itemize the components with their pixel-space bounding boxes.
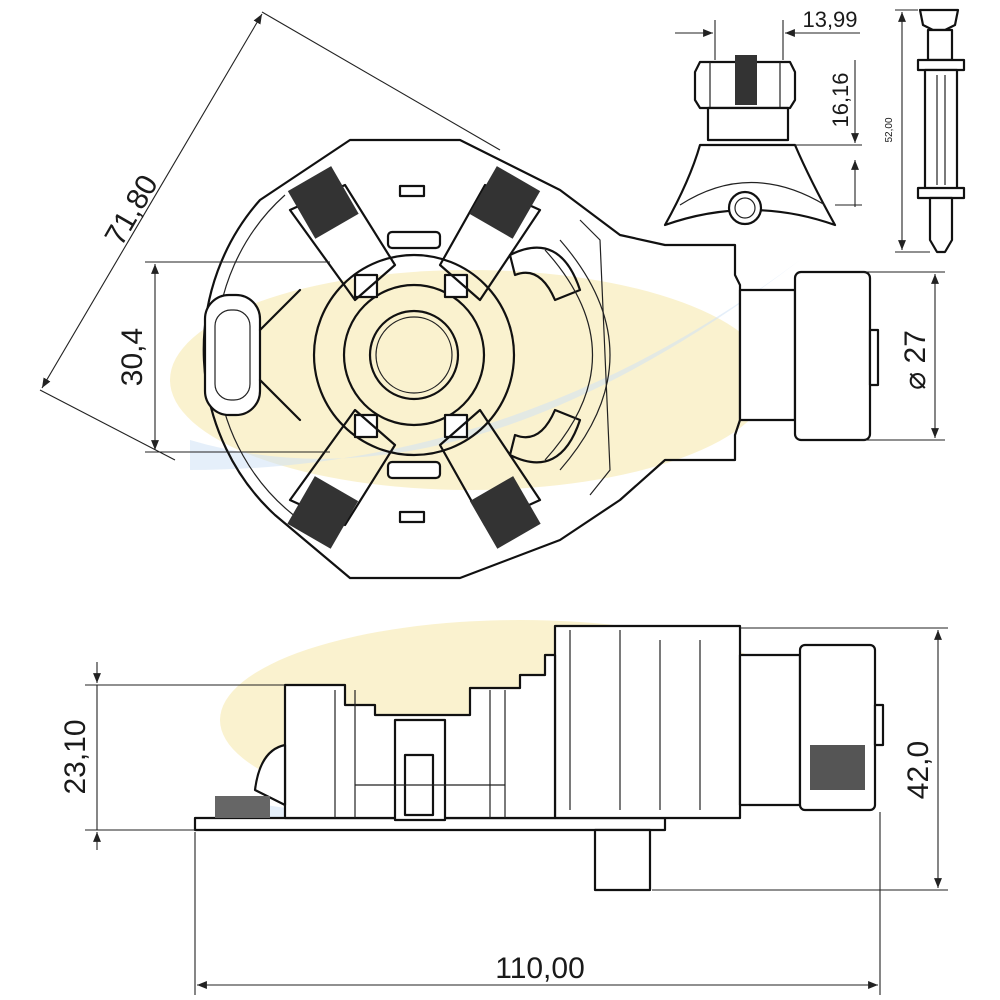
- dim-110-00: 110,00: [194, 812, 881, 995]
- dim-30-4: 30,4: [116, 261, 330, 453]
- dim-23-10: 23,10: [59, 662, 285, 850]
- dim-label-71-80: 71,80: [99, 169, 165, 251]
- detail-view: 13,99 16,16: [663, 7, 862, 227]
- dim-label-diameter: ⌀ 27: [899, 330, 932, 390]
- dim-label-30-4: 30,4: [116, 328, 149, 386]
- dim-label-52-00: 52,00: [884, 117, 895, 142]
- dim-label-42-0: 42,0: [902, 741, 935, 799]
- dim-label-13-99: 13,99: [802, 7, 857, 32]
- dim-label-16-16: 16,16: [828, 72, 853, 127]
- brush-block-top-left: [287, 166, 359, 239]
- top-view: [202, 138, 880, 580]
- end-cap: [793, 270, 872, 442]
- brush-block-bottom-left: [287, 476, 359, 549]
- dim-42-0: 42,0: [652, 627, 948, 891]
- boss-body: [738, 288, 797, 422]
- dim-label-23-10: 23,10: [59, 719, 92, 794]
- dim-diameter-27: ⌀ 27: [860, 271, 945, 441]
- side-view: [193, 624, 885, 892]
- dim-label-110-00: 110,00: [495, 952, 585, 985]
- brush-block-bottom-right: [469, 476, 541, 549]
- pin-view: 52,00: [884, 8, 966, 254]
- brush-block-top-right: [469, 166, 541, 239]
